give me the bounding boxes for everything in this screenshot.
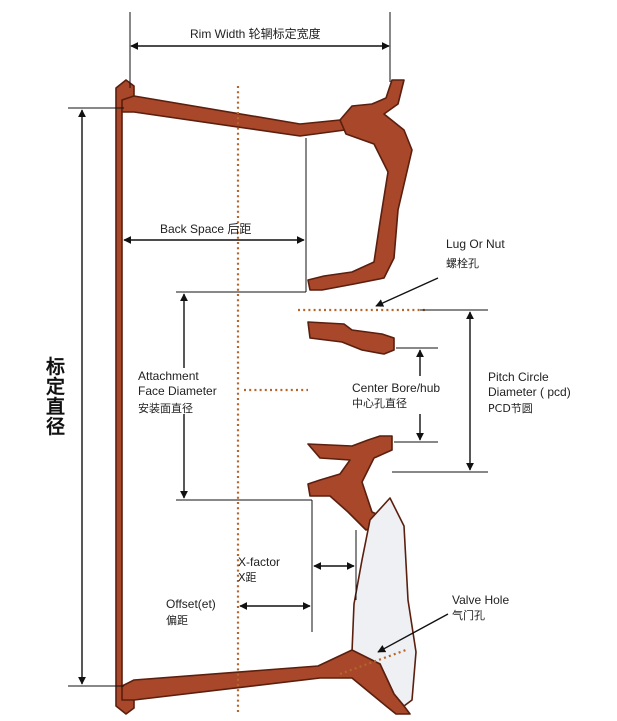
rim-width-label: Rim Width 轮辋标定宽度 xyxy=(190,26,321,41)
outer-rim-flange-bottom xyxy=(121,649,411,715)
hub-upper-block xyxy=(307,321,395,355)
attachment-face-label-2: Face Diameter xyxy=(138,384,217,398)
labels: Rim Width 轮辋标定宽度 Back Space 后距 Lug Or Nu… xyxy=(46,26,571,627)
nominal-diameter-char-3: 直 xyxy=(46,395,65,418)
valve-pointer-arrow xyxy=(377,613,449,653)
lug-pointer-arrow xyxy=(375,277,439,307)
centerlines xyxy=(236,86,426,715)
valve-hole-label-cn: 气门孔 xyxy=(452,608,485,622)
inner-rim-flange xyxy=(115,79,135,715)
center-bore-label: Center Bore/hub xyxy=(352,381,440,395)
attachment-face-label-cn: 安装面直径 xyxy=(138,401,193,415)
lug-nut-label-cn: 螺栓孔 xyxy=(446,256,479,270)
rim-barrel-top xyxy=(121,95,361,137)
x-factor-label-cn: X距 xyxy=(238,571,257,584)
outer-rim-flange-top xyxy=(307,79,413,291)
pcd-label-1: Pitch Circle xyxy=(488,370,549,384)
lug-nut-label: Lug Or Nut xyxy=(446,237,505,251)
valve-hole-label: Valve Hole xyxy=(452,593,509,607)
valve-centerline xyxy=(339,648,407,676)
pcd-label-2: Diameter ( pcd) xyxy=(488,385,571,399)
nominal-diameter-char-2: 定 xyxy=(46,375,65,398)
x-factor-label: X-factor xyxy=(238,555,280,569)
nominal-diameter-char-4: 径 xyxy=(46,416,65,438)
offset-label-cn: 偏距 xyxy=(166,613,188,627)
pcd-label-cn: PCD节圆 xyxy=(488,402,533,415)
dimension-lines xyxy=(68,12,488,687)
center-bore-label-cn: 中心孔直径 xyxy=(352,396,407,410)
back-space-label: Back Space 后距 xyxy=(160,222,251,236)
wheel-cross-section xyxy=(115,79,417,715)
offset-label: Offset(et) xyxy=(166,597,216,611)
nominal-diameter-char-1: 标 xyxy=(46,356,65,378)
attachment-face-label-1: Attachment xyxy=(138,369,199,383)
